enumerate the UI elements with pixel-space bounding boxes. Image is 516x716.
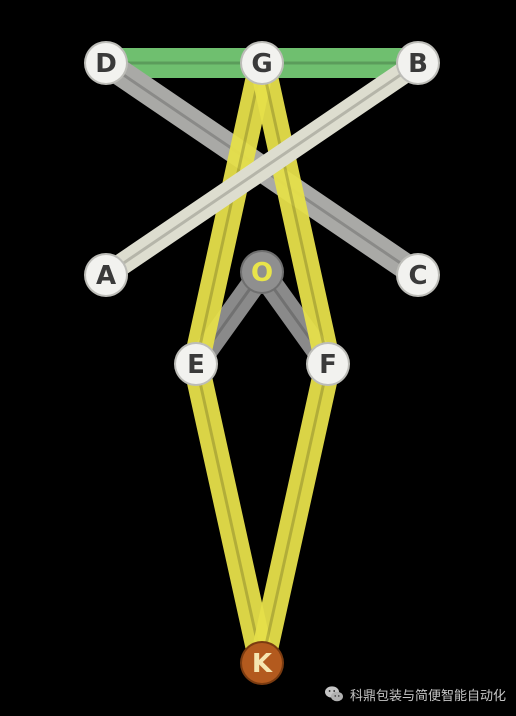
joint-d-label: D bbox=[95, 49, 117, 79]
watermark-text: 科鼎包装与简便智能自动化 bbox=[349, 688, 506, 704]
joint-c-label: C bbox=[408, 261, 427, 291]
link-ek bbox=[183, 361, 275, 666]
joint-g-disc bbox=[242, 43, 282, 83]
joint-e: E bbox=[174, 342, 218, 386]
joint-b-label: B bbox=[408, 49, 428, 79]
wechat-icon bbox=[324, 686, 343, 702]
joint-b: B bbox=[396, 41, 440, 85]
joint-c-disc bbox=[398, 255, 438, 295]
joint-k-label: K bbox=[252, 649, 273, 679]
watermark: 科鼎包装与简便智能自动化 bbox=[324, 684, 506, 704]
joint-g-label: G bbox=[251, 49, 272, 79]
joint-o: O bbox=[240, 250, 284, 294]
joint-g: G bbox=[240, 41, 284, 85]
joint-o-label: O bbox=[251, 258, 273, 288]
joint-k-disc bbox=[242, 643, 282, 683]
link-fk-shade bbox=[260, 363, 330, 664]
link-ek-shade bbox=[194, 363, 264, 664]
joint-a-disc bbox=[86, 255, 126, 295]
joint-k: K bbox=[240, 641, 284, 685]
joint-d: D bbox=[84, 41, 128, 85]
joints-layer: D G B A C O E F K bbox=[84, 41, 440, 685]
joint-a: A bbox=[84, 253, 128, 297]
joint-f-label: F bbox=[319, 350, 337, 380]
link-gf-shade bbox=[260, 62, 330, 365]
links-layer bbox=[98, 48, 426, 666]
joint-c: C bbox=[396, 253, 440, 297]
joint-f: F bbox=[306, 342, 350, 386]
link-ba-shade bbox=[105, 61, 419, 277]
joint-e-disc bbox=[176, 344, 216, 384]
joint-e-label: E bbox=[187, 350, 205, 380]
joint-f-disc bbox=[308, 344, 348, 384]
link-ge bbox=[183, 60, 275, 367]
joint-a-label: A bbox=[96, 261, 116, 291]
link-gf bbox=[249, 60, 341, 367]
joint-b-disc bbox=[398, 43, 438, 83]
link-fk bbox=[249, 361, 341, 666]
link-ge-shade bbox=[194, 62, 264, 365]
joint-d-disc bbox=[86, 43, 126, 83]
joint-o-disc bbox=[242, 252, 282, 292]
link-ba bbox=[99, 53, 425, 285]
